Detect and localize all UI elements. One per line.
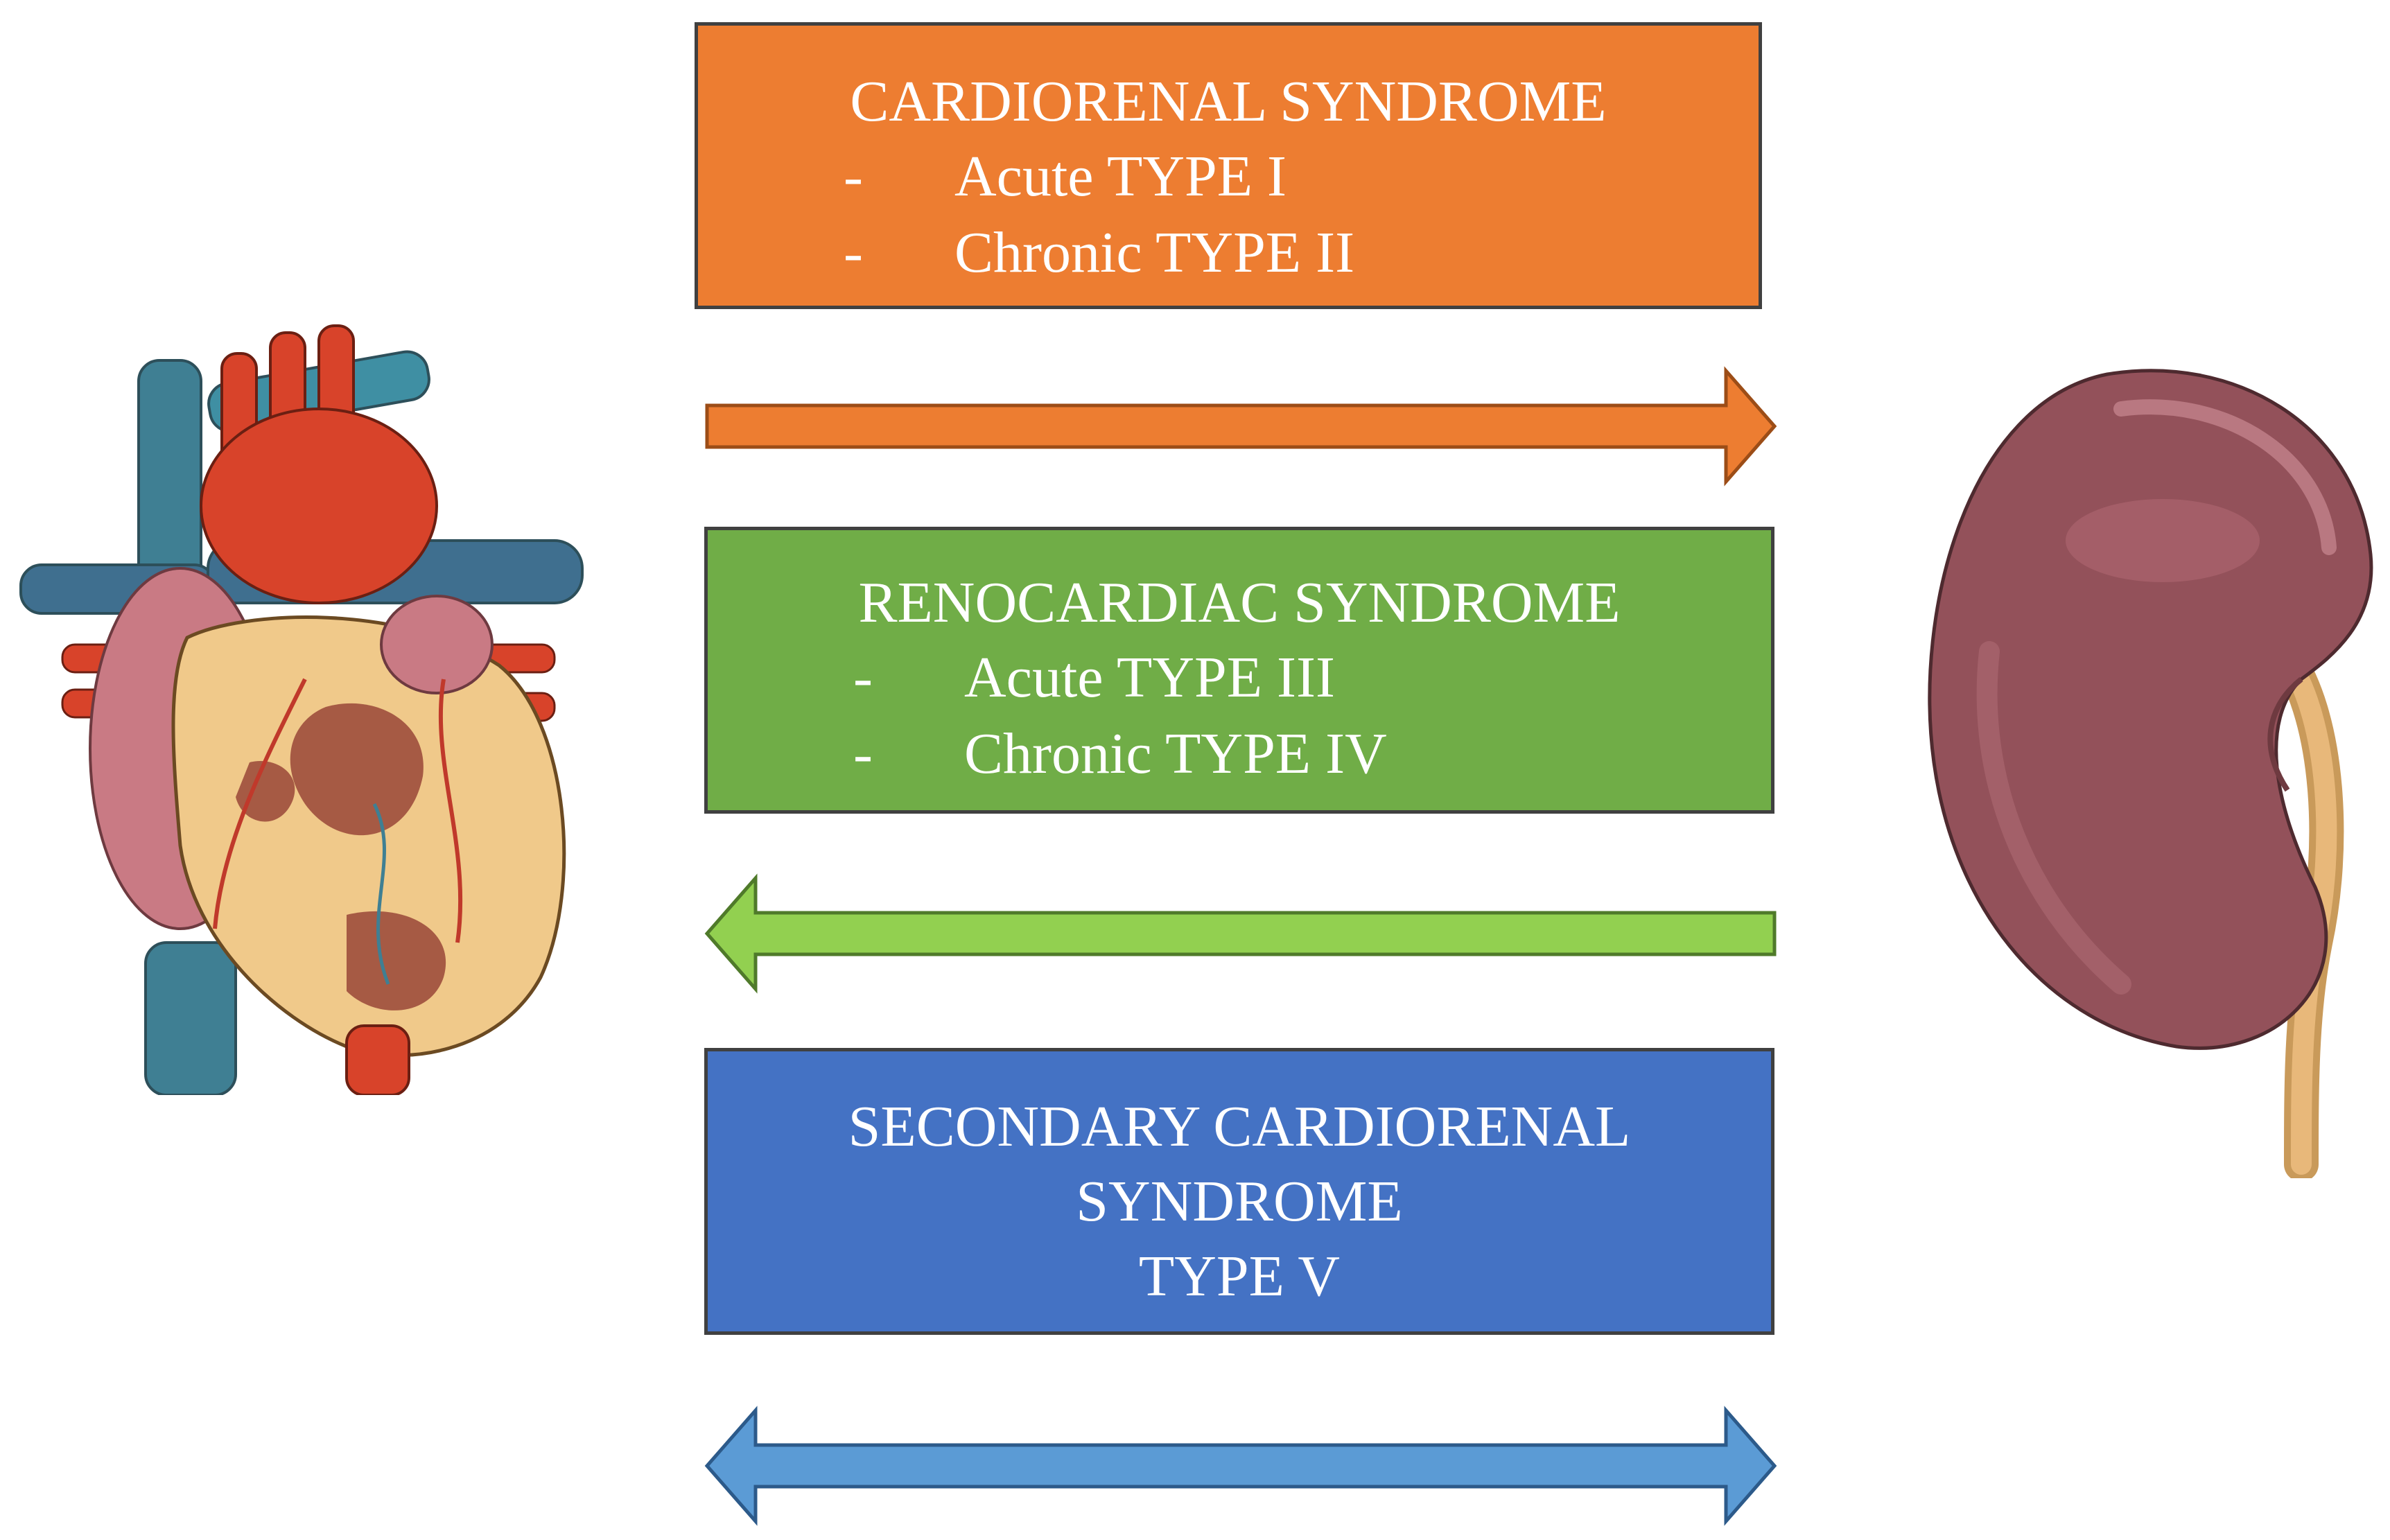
- item-label: Chronic TYPE IV: [964, 721, 1387, 786]
- kidney-to-heart-arrow: [704, 873, 1777, 994]
- renocardiac-syndrome-box: RENOCARDIAC SYNDROME - Acute TYPE III - …: [704, 527, 1774, 814]
- box-title: CARDIORENAL SYNDROME: [850, 69, 1607, 134]
- heart-icon: [19, 324, 584, 1095]
- box-line: SECONDARY CARDIORENAL: [848, 1094, 1631, 1159]
- bidirectional-arrow: [704, 1406, 1777, 1526]
- list-dash: -: [844, 220, 863, 285]
- heart-to-kidney-arrow: [705, 366, 1777, 487]
- kidney-icon: [1928, 369, 2373, 1178]
- cardiorenal-syndrome-box: CARDIORENAL SYNDROME - Acute TYPE I - Ch…: [695, 22, 1762, 309]
- item-label: Acute TYPE I: [954, 144, 1287, 209]
- box-title: RENOCARDIAC SYNDROME: [858, 570, 1621, 635]
- box-line: TYPE V: [1138, 1244, 1341, 1309]
- list-dash: -: [844, 144, 863, 209]
- secondary-cardiorenal-syndrome-box: SECONDARY CARDIORENAL SYNDROME TYPE V: [704, 1048, 1774, 1335]
- list-dash: -: [853, 645, 873, 710]
- item-label: Acute TYPE III: [964, 645, 1335, 710]
- box-line: SYNDROME: [1076, 1169, 1403, 1234]
- item-label: Chronic TYPE II: [954, 220, 1355, 285]
- list-dash: -: [853, 721, 873, 786]
- box-text: SECONDARY CARDIORENAL SYNDROME TYPE V: [708, 1090, 1771, 1314]
